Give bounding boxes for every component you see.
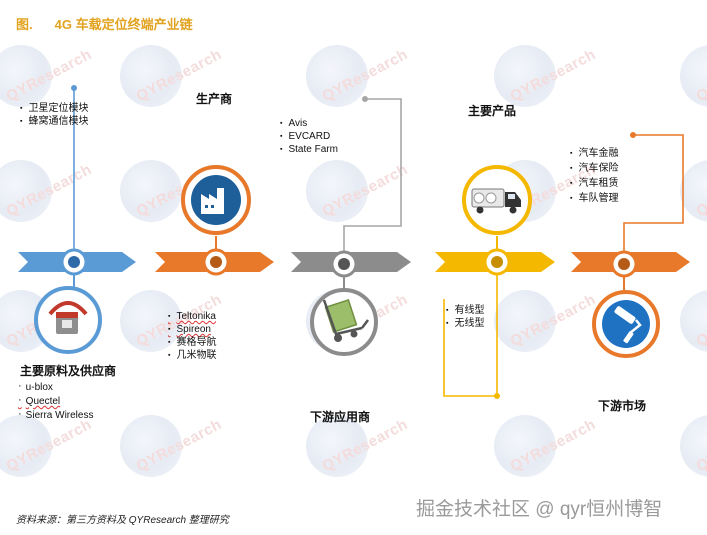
list-item: 车队管理: [570, 191, 618, 206]
connector-dot: [630, 132, 636, 138]
list-manufacturer: Teltonika Spireon 赛格导航 几米物联: [168, 310, 216, 362]
list-materials-bottom: u-blox Quectel Sierra Wireless: [18, 380, 94, 422]
connector-dot: [362, 96, 368, 102]
figure-title-text: 4G 车载定位终端产业链: [54, 17, 193, 32]
watermark-globe: [120, 45, 182, 107]
connector-products: [443, 252, 498, 397]
node-market: [610, 250, 638, 278]
list-item: Spireon: [168, 323, 216, 336]
node-products: [483, 248, 511, 276]
list-market: 汽车金融 汽车保险 汽车租赁 车队管理: [570, 146, 618, 206]
list-item: Avis: [280, 117, 338, 130]
list-item: 有线型: [446, 304, 484, 317]
list-item: EVCARD: [280, 130, 338, 143]
list-item: 汽车保险: [570, 161, 618, 176]
list-item: 汽车租赁: [570, 176, 618, 191]
heading-market: 下游市场: [598, 399, 647, 413]
list-downstream-app: Avis EVCARD State Farm: [280, 117, 338, 156]
list-products: 有线型 无线型: [446, 304, 484, 330]
watermark-globe: [0, 45, 52, 107]
list-item: State Farm: [280, 143, 337, 156]
watermark-globe: [0, 160, 52, 222]
watermark-globe: [120, 415, 182, 477]
truck-icon: [462, 165, 532, 235]
watermark-globe: [494, 290, 556, 352]
heading-materials: 主要原料及供应商: [20, 364, 117, 378]
watermark-globe: [306, 160, 368, 222]
paint-roller-icon: [592, 290, 660, 358]
factory-icon: [181, 165, 251, 235]
list-item: 汽车金融: [570, 146, 618, 161]
list-item: 无线型: [446, 317, 484, 330]
credit-watermark: 掘金技术社区 @ qyr恒州博智: [416, 499, 663, 520]
materials-bucket-icon: [34, 286, 102, 354]
connector-dot: [71, 85, 77, 91]
watermark-globe: [306, 415, 368, 477]
watermark-globe: [120, 160, 182, 222]
list-item: Sierra Wireless: [18, 408, 94, 422]
connector-market: [623, 134, 684, 252]
watermark-globe: [0, 415, 52, 477]
connector-app: [343, 98, 402, 252]
list-item: Teltonika: [168, 310, 216, 323]
figure-number: 图.: [16, 17, 33, 32]
node-manufacturer: [202, 248, 230, 276]
node-materials: [60, 248, 88, 276]
heading-manufacturer: 生产商: [196, 92, 233, 106]
hand-truck-icon: [310, 288, 378, 356]
list-item: 赛格导航: [168, 336, 216, 349]
figure-title: 图. 4G 车载定位终端产业链: [16, 14, 193, 33]
connector-dot: [494, 393, 500, 399]
node-downstream-app: [330, 250, 358, 278]
watermark-globe: [306, 45, 368, 107]
list-item: Quectel: [18, 394, 93, 408]
list-materials-top: 卫星定位模块 蜂窝通信模块: [20, 102, 88, 128]
list-item: 卫星定位模块: [20, 102, 88, 115]
heading-downstream-app: 下游应用商: [310, 410, 371, 424]
list-item: 蜂窝通信模块: [20, 115, 88, 128]
watermark-globe: [494, 415, 556, 477]
source-note: 资料来源：第三方资料及 QYResearch 整理研究: [16, 515, 229, 526]
watermark-globe: [494, 45, 556, 107]
list-item: 几米物联: [168, 349, 216, 362]
heading-products: 主要产品: [468, 104, 517, 118]
list-item: u-blox: [18, 380, 93, 394]
